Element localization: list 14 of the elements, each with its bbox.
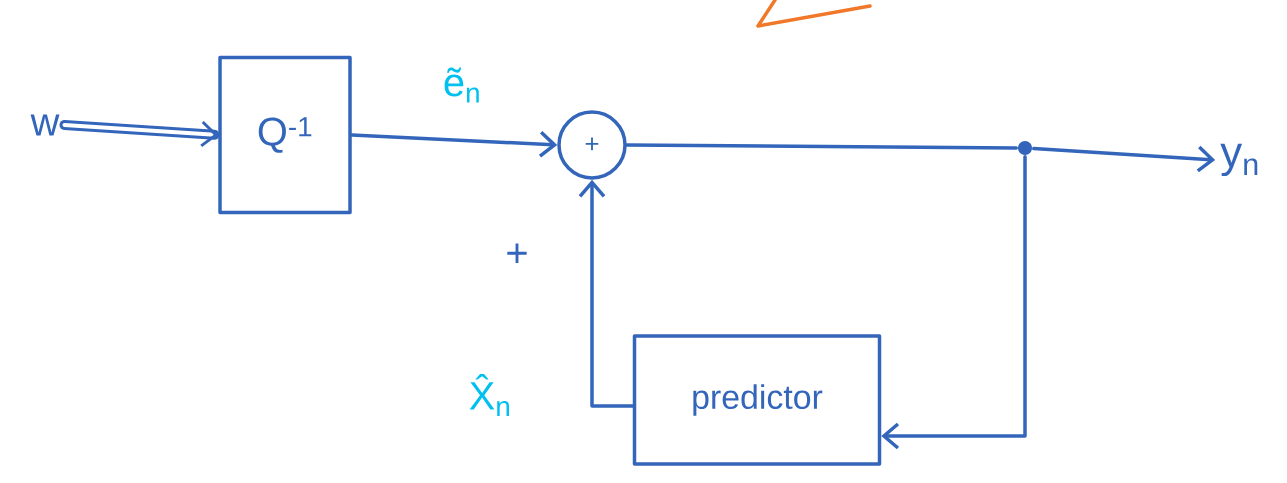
output-label: y$_{n}$ xyxy=(1220,143,1258,177)
junction-dot xyxy=(1018,141,1032,155)
edge-label: ẽ$_{n}$ xyxy=(444,67,479,103)
summing-junction: + xyxy=(557,110,627,180)
arrow xyxy=(881,155,1027,450)
edge-label: X̂$_{n}$ xyxy=(469,373,509,417)
arrow xyxy=(578,179,635,408)
predictor-box: predictor xyxy=(632,334,882,466)
arrow xyxy=(350,130,558,158)
sign-label: + xyxy=(507,243,527,263)
input-label: w xyxy=(30,114,60,136)
arrow xyxy=(59,120,220,148)
arrow xyxy=(1032,145,1216,173)
block-box: Q$^{-1}$ xyxy=(218,55,352,215)
